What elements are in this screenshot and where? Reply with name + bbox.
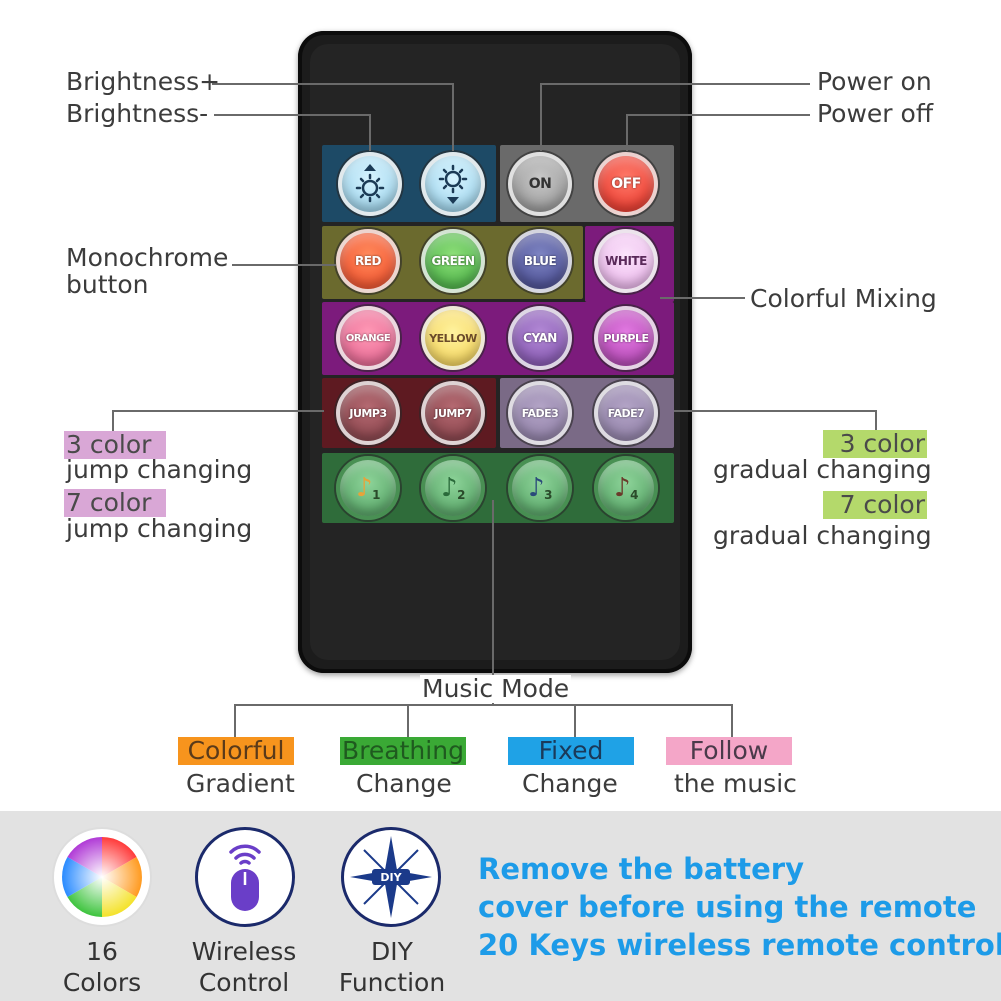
leader-line xyxy=(214,114,370,116)
music-mode-chip-colorful: Colorful xyxy=(178,737,294,765)
music-mode-label: Music Mode xyxy=(420,674,572,703)
music-mode-desc-breathing: Change xyxy=(356,769,452,798)
cyan-button[interactable]: CYAN xyxy=(508,306,572,370)
leader-line xyxy=(674,410,876,412)
blue-button[interactable]: BLUE xyxy=(508,229,572,293)
jump7-button[interactable]: JUMP7 xyxy=(421,381,485,445)
leader-line xyxy=(731,704,733,738)
music-2-label: 2 xyxy=(457,488,465,502)
leader-line xyxy=(112,410,114,432)
leader-line xyxy=(540,83,810,85)
music-note-icon: ♪ xyxy=(441,473,458,503)
power-off-label: Power off xyxy=(817,99,934,128)
leader-line xyxy=(875,410,877,432)
music-mode-chip-breathing: Breathing xyxy=(340,737,466,765)
jump3-button[interactable]: JUMP3 xyxy=(336,381,400,445)
leader-line xyxy=(626,114,810,116)
leader-line xyxy=(234,704,732,706)
fade7-desc: gradual changing xyxy=(713,521,932,550)
color-wheel-badge xyxy=(52,827,152,927)
music-mode-desc-follow: the music xyxy=(674,769,797,798)
feature-colors-line2: Colors xyxy=(62,968,142,997)
brightness-down-button[interactable] xyxy=(421,152,485,216)
color-wheel-icon xyxy=(62,837,142,917)
leader-line xyxy=(407,704,409,738)
leader-line xyxy=(212,83,453,85)
music-note-icon: ♪ xyxy=(528,473,545,503)
jump3-desc: jump changing xyxy=(66,455,253,484)
leader-line xyxy=(232,264,336,266)
brightness-down-icon xyxy=(438,164,468,204)
feature-colors-line1: 16 xyxy=(86,937,118,966)
diy-icon: DIY xyxy=(350,836,432,918)
leader-line xyxy=(540,83,542,151)
music-note-icon: ♪ xyxy=(356,473,373,503)
fade3-highlight: 3 color xyxy=(823,430,927,458)
fade7-button[interactable]: FADE7 xyxy=(594,381,658,445)
music-mode-desc-fixed: Change xyxy=(522,769,618,798)
leader-line xyxy=(492,500,494,705)
red-button[interactable]: RED xyxy=(336,229,400,293)
music-4-button[interactable]: ♪4 xyxy=(594,456,658,520)
feature-band xyxy=(0,811,1001,1001)
music-1-label: 1 xyxy=(372,488,380,502)
promo-line-1: Remove the battery xyxy=(478,852,805,886)
promo-line-2: cover before using the remote xyxy=(478,890,977,924)
leader-line xyxy=(369,114,371,151)
green-button[interactable]: GREEN xyxy=(421,229,485,293)
brightness-up-button[interactable] xyxy=(338,152,402,216)
brightness-down-label: Brightness- xyxy=(66,99,209,128)
music-3-label: 3 xyxy=(544,488,552,502)
monochrome-label-line1: Monochrome xyxy=(66,243,229,272)
fade3-button[interactable]: FADE3 xyxy=(508,381,572,445)
brightness-up-icon xyxy=(355,164,385,203)
jump3-highlight: 3 color xyxy=(64,431,166,459)
music-3-button[interactable]: ♪3 xyxy=(508,456,572,520)
fade3-desc: gradual changing xyxy=(713,455,932,484)
feature-diy-line1: DIY xyxy=(371,937,413,966)
leader-line xyxy=(234,704,236,738)
feature-wireless-line2: Control xyxy=(198,968,290,997)
music-mode-desc-gradient: Gradient xyxy=(186,769,295,798)
music-1-button[interactable]: ♪1 xyxy=(336,456,400,520)
diy-badge: DIY xyxy=(341,827,441,927)
purple-button[interactable]: PURPLE xyxy=(594,306,658,370)
music-4-label: 4 xyxy=(630,488,638,502)
wireless-mouse-icon xyxy=(229,844,261,911)
colorful-mixing-label: Colorful Mixing xyxy=(750,284,937,313)
wireless-badge xyxy=(195,827,295,927)
feature-diy-line2: Function xyxy=(338,968,446,997)
brightness-up-label: Brightness+ xyxy=(66,67,221,96)
yellow-button[interactable]: YELLOW xyxy=(421,306,485,370)
leader-line xyxy=(452,83,454,151)
monochrome-label-line2: button xyxy=(66,270,149,299)
leader-line xyxy=(574,704,576,738)
orange-button[interactable]: ORANGE xyxy=(336,306,400,370)
jump7-desc: jump changing xyxy=(66,514,253,543)
jump7-highlight: 7 color xyxy=(64,489,166,517)
white-button[interactable]: WHITE xyxy=(594,229,658,293)
feature-wireless-line1: Wireless xyxy=(191,937,297,966)
svg-text:DIY: DIY xyxy=(380,871,402,884)
promo-line-3: 20 Keys wireless remote control xyxy=(478,928,1001,962)
music-mode-chip-fixed: Fixed xyxy=(508,737,634,765)
music-mode-chip-follow: Follow xyxy=(666,737,792,765)
fade7-highlight: 7 color xyxy=(823,491,927,519)
power-on-label: Power on xyxy=(817,67,932,96)
leader-line xyxy=(112,410,324,412)
music-note-icon: ♪ xyxy=(614,473,631,503)
power-off-button[interactable]: OFF xyxy=(594,152,658,216)
music-2-button[interactable]: ♪2 xyxy=(421,456,485,520)
leader-line xyxy=(660,297,745,299)
power-on-button[interactable]: ON xyxy=(508,152,572,216)
leader-line xyxy=(626,114,628,151)
